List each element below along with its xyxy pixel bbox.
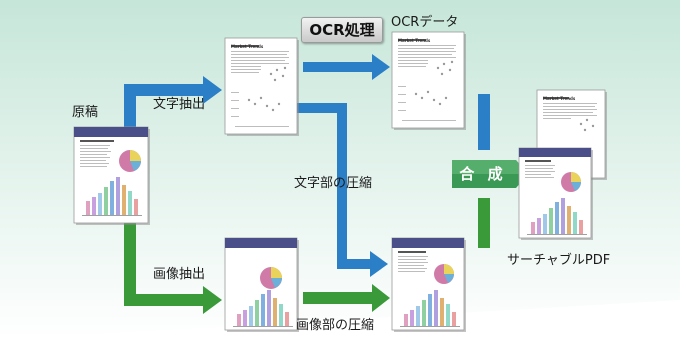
original-document — [73, 126, 150, 225]
bar-chart-icon — [233, 290, 293, 327]
arrow-text-to-ocr — [303, 54, 390, 80]
pie-chart-icon — [260, 267, 282, 289]
arrow-original-to-text — [124, 76, 222, 128]
image-compress-label: 画像部の圧縮 — [296, 318, 375, 333]
merge-badge: 合 成 — [452, 160, 528, 188]
text-compress-label: 文字部の圧縮 — [294, 176, 373, 191]
blue-flow-arrows — [124, 54, 490, 277]
doc-heading: Market Trends — [543, 96, 576, 101]
merge-label: 合 成 — [459, 165, 507, 183]
ocr-data-document — [391, 31, 466, 130]
pie-chart-icon — [119, 150, 141, 172]
ocr-process-badge: OCR処理 — [301, 17, 383, 43]
combined-document — [391, 237, 466, 332]
bar-chart-icon — [400, 290, 460, 327]
pie-chart-icon — [434, 264, 454, 284]
bar-chart-icon — [82, 177, 142, 216]
ocr-data-label: OCRデータ — [391, 15, 459, 30]
original-label: 原稿 — [72, 105, 99, 120]
pdf-image-page — [518, 147, 593, 240]
searchable-pdf-label: サーチャブルPDF — [507, 253, 611, 268]
text-extract-document — [224, 37, 299, 136]
arrow-original-to-image — [124, 222, 222, 314]
green-flow-arrows — [124, 198, 490, 314]
doc-heading: Market Trends — [231, 44, 264, 49]
arrow-combined-to-merge — [478, 198, 490, 248]
arrow-image-compress — [303, 284, 390, 312]
doc-heading: Market Trends — [398, 38, 431, 43]
image-extract-label: 画像抽出 — [153, 267, 206, 282]
pie-chart-icon — [561, 172, 581, 192]
arrow-ocr-to-merge — [478, 94, 490, 150]
image-extract-document — [224, 237, 299, 332]
text-extract-label: 文字抽出 — [153, 97, 206, 112]
bar-chart-icon — [527, 198, 587, 235]
arrow-text-compress — [294, 103, 388, 277]
